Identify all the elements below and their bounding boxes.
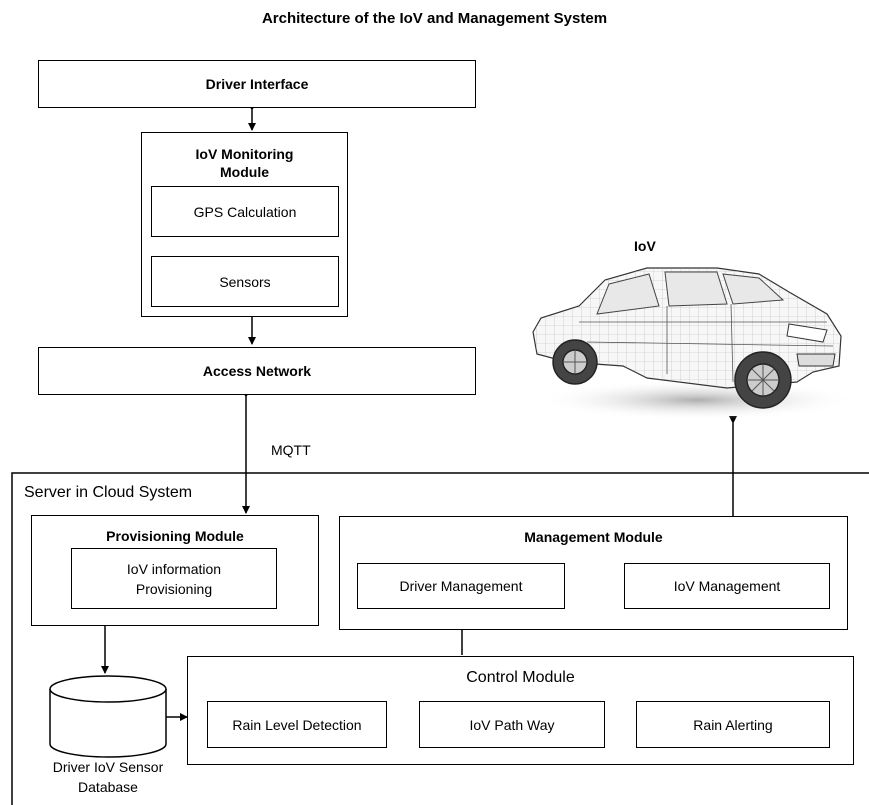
cloud-system-label: Server in Cloud System <box>24 484 193 501</box>
provisioning-title: Provisioning Module <box>106 528 244 544</box>
mqtt-label: MQTT <box>271 442 311 458</box>
iov-management-label: IoV Management <box>673 578 781 594</box>
management-title: Management Module <box>524 529 663 545</box>
provisioning-inner-line2: Provisioning <box>135 580 213 597</box>
driver-management-label: Driver Management <box>399 578 523 594</box>
control-title: Control Module <box>466 669 575 686</box>
provisioning-inner-line1: IoV information <box>126 560 222 577</box>
driver-interface-box: Driver Interface <box>38 60 476 108</box>
rain-alerting-box: Rain Alerting <box>636 701 830 748</box>
iov-label: IoV <box>634 238 656 254</box>
cloud-system-border <box>11 472 869 805</box>
page-title: Architecture of the IoV and Management S… <box>261 10 608 27</box>
access-network-box: Access Network <box>38 347 476 395</box>
iov-path-way-label: IoV Path Way <box>469 716 555 733</box>
rain-level-detection-box: Rain Level Detection <box>207 701 387 748</box>
monitoring-title-line2: Module <box>220 164 269 180</box>
rain-alerting-label: Rain Alerting <box>693 716 773 733</box>
sensors-box: Sensors <box>151 256 339 307</box>
gps-calculation-box: GPS Calculation <box>151 186 339 237</box>
car-icon <box>532 267 849 420</box>
iov-information-provisioning-box: IoV information Provisioning <box>71 548 277 609</box>
gps-calculation-label: GPS Calculation <box>193 203 297 220</box>
driver-interface-label: Driver Interface <box>205 76 309 92</box>
database-label-line2: Database <box>78 779 138 795</box>
database-label: Driver IoV Sensor Database <box>28 757 188 797</box>
access-network-label: Access Network <box>202 363 312 379</box>
database-label-line1: Driver IoV Sensor <box>52 759 164 775</box>
monitoring-title-line1: IoV Monitoring <box>195 146 294 162</box>
driver-management-box: Driver Management <box>357 563 565 609</box>
iov-management-box: IoV Management <box>624 563 830 609</box>
sensors-label: Sensors <box>219 273 271 290</box>
database-cylinder <box>49 675 167 758</box>
rain-level-detection-label: Rain Level Detection <box>232 716 362 733</box>
iov-path-way-box: IoV Path Way <box>419 701 605 748</box>
